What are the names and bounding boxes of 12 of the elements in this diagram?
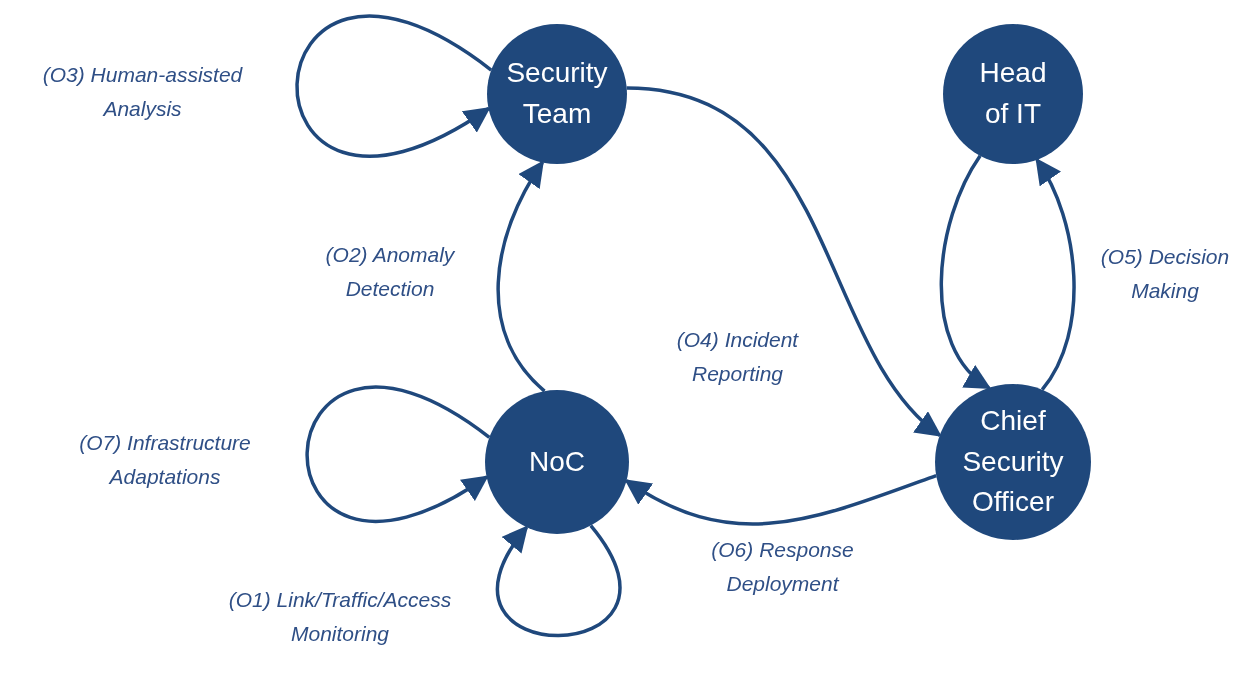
arrow — [1035, 157, 1076, 391]
arrow — [624, 473, 937, 526]
arrow — [626, 86, 942, 438]
state-label: Security Team — [505, 56, 609, 131]
arrow — [295, 15, 493, 158]
state-label: NoC — [528, 444, 586, 479]
state-label: Chief Security Officer — [961, 404, 1065, 520]
arrow — [305, 386, 491, 523]
arrow — [496, 160, 546, 393]
state-label: Head of IT — [978, 56, 1048, 131]
arrow — [939, 154, 991, 390]
arrow — [495, 524, 622, 638]
